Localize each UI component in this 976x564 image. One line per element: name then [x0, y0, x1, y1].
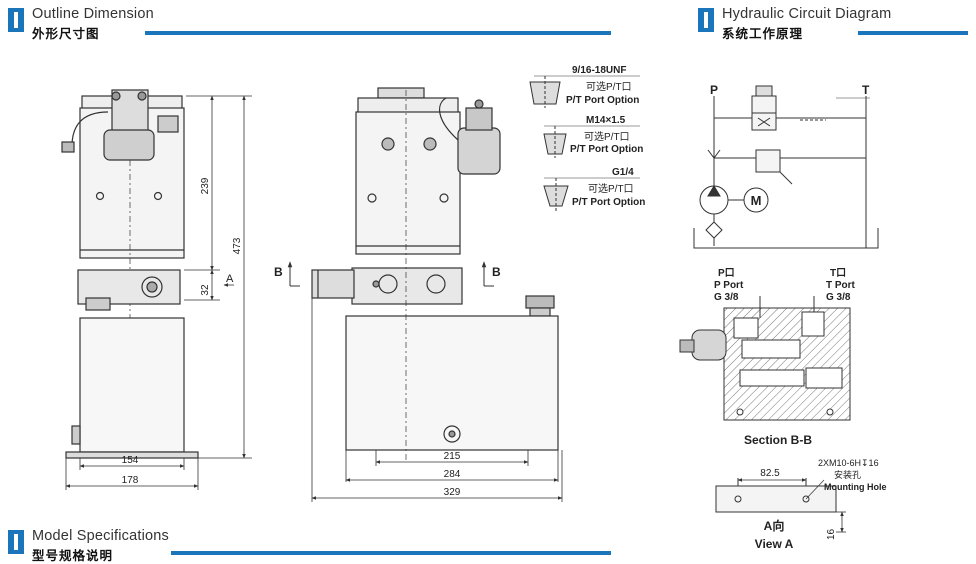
section-p-size: G 3/8 [714, 292, 739, 303]
header-rule [858, 31, 968, 35]
hydraulic-circuit [693, 85, 879, 249]
port-option-2-en: P/T Port Option [570, 144, 643, 155]
section-bb-drawing [679, 296, 851, 421]
outline-title-zh: 外形尺寸图 [32, 27, 100, 41]
section-t-en: T Port [826, 280, 856, 291]
view-a-drawing [715, 478, 846, 533]
model-title-en: Model Specifications [32, 528, 169, 544]
circuit-motor-label: M [751, 193, 762, 208]
dim-82-5: 82.5 [760, 468, 780, 479]
circuit-t-label: T [862, 83, 870, 97]
view-a-thread: 2XM10-6H↧16 [818, 458, 879, 468]
section-marker-icon [8, 8, 24, 32]
port-option-3-zh: 可选P/T口 [588, 182, 634, 195]
outline-title-en: Outline Dimension [32, 6, 154, 22]
view-a-arrow-label: A [226, 273, 234, 285]
section-b-right: B [492, 265, 501, 279]
view-a-caption-en: View A [755, 537, 794, 551]
port-option-2 [543, 125, 640, 158]
port-option-1-zh: 可选P/T口 [586, 80, 632, 93]
dim-154: 154 [122, 455, 139, 466]
port-option-1-thread: 9/16-18UNF [572, 65, 626, 76]
front-dimensions [311, 298, 563, 502]
section-bb-caption: Section B-B [744, 433, 812, 447]
section-marker-icon [8, 530, 24, 554]
port-option-2-zh: 可选P/T口 [584, 130, 630, 143]
dim-178: 178 [122, 475, 139, 486]
dim-16: 16 [826, 528, 837, 540]
section-t-size: G 3/8 [826, 292, 851, 303]
header-rule [171, 551, 611, 555]
dim-215: 215 [444, 451, 461, 462]
section-b-left: B [274, 265, 283, 279]
motor-symbol [743, 187, 769, 213]
circuit-title-en: Hydraulic Circuit Diagram [722, 6, 892, 22]
dim-473: 473 [232, 237, 243, 254]
dim-239: 239 [200, 177, 211, 194]
dim-284: 284 [444, 469, 461, 480]
dim-329: 329 [444, 487, 461, 498]
side-dimensions [65, 95, 252, 490]
section-p-zh: P口 [718, 268, 735, 279]
model-title-zh: 型号规格说明 [32, 549, 114, 563]
header-rule [145, 31, 611, 35]
port-option-3 [543, 177, 640, 212]
circuit-title-zh: 系统工作原理 [722, 27, 804, 41]
port-option-3-thread: G1/4 [612, 167, 634, 178]
front-view [311, 87, 559, 460]
section-markers [287, 261, 494, 287]
section-p-en: P Port [714, 280, 744, 291]
dim-32: 32 [200, 284, 211, 296]
circuit-p-label: P [710, 83, 718, 97]
port-option-1-en: P/T Port Option [566, 95, 639, 106]
port-option-3-en: P/T Port Option [572, 197, 645, 208]
view-a-en: Mounting Hole [824, 482, 887, 492]
view-a-zh: 安装孔 [834, 469, 861, 480]
view-a-caption-zh: A向 [764, 518, 785, 533]
port-option-1 [529, 75, 640, 108]
section-t-zh: T口 [830, 268, 846, 279]
port-option-2-thread: M14×1.5 [586, 115, 626, 126]
section-marker-icon [698, 8, 714, 32]
side-view [61, 89, 199, 459]
